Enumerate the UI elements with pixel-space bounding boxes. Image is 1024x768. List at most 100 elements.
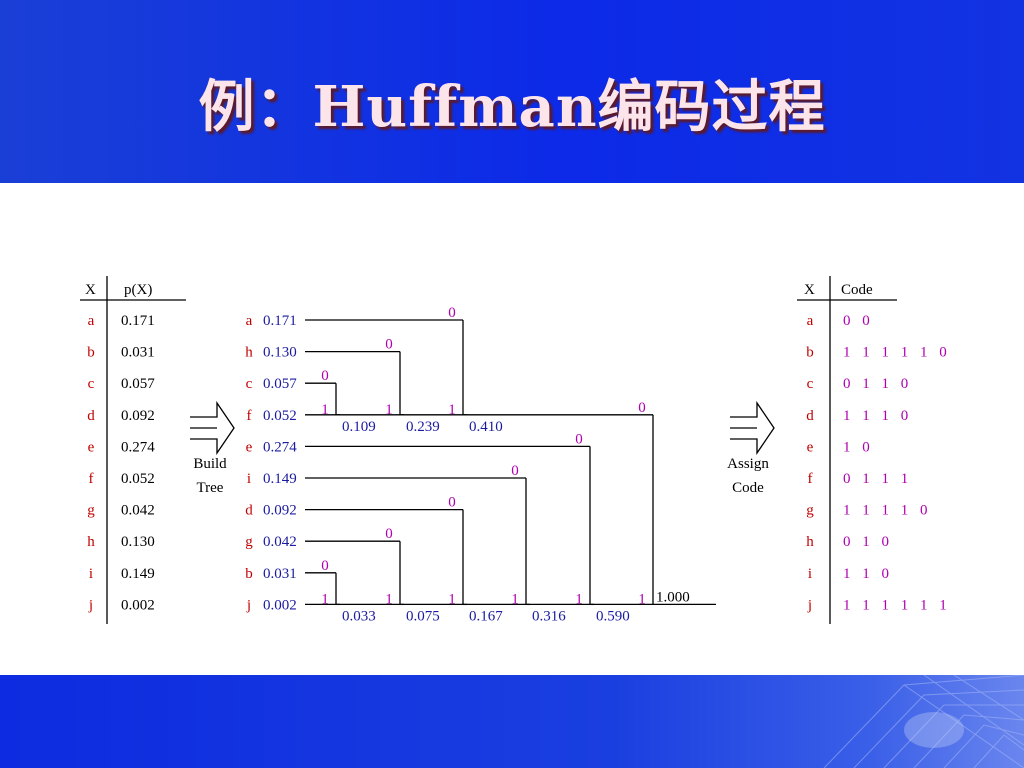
tree-node-value: 0.109 (342, 419, 376, 435)
right-table-header-code: Code (841, 282, 873, 298)
tree-leaf-probability: 0.274 (263, 439, 297, 455)
tree-node-value: 0.239 (406, 419, 440, 435)
tree-leaf-symbol: b (245, 566, 253, 582)
right-table-symbol: d (806, 408, 814, 424)
assign-label-line2: Code (732, 480, 764, 496)
left-table-header-x: X (85, 282, 96, 298)
left-table-symbol: g (87, 503, 95, 519)
tree-bit-0: 0 (321, 558, 329, 574)
right-table-symbol: c (807, 376, 814, 392)
tree-bit-1: 1 (448, 402, 456, 418)
tree-bit-0: 0 (575, 431, 583, 447)
right-table-symbol: a (807, 313, 814, 329)
tree-leaf-symbol: g (245, 534, 253, 550)
tree-node-value: 0.033 (342, 608, 376, 624)
tree-node-value: 0.316 (532, 608, 566, 624)
tree-node-value: 1.000 (656, 589, 690, 605)
assign-code-arrow: Assign Code (727, 400, 775, 496)
left-table-symbol: d (87, 408, 95, 424)
left-table-probability: 0.057 (121, 376, 155, 392)
left-table-symbol: i (89, 566, 93, 582)
footer-decoration (823, 675, 1024, 768)
tree-leaf-symbol: f (247, 408, 252, 424)
right-table-code: 0 1 1 1 (843, 471, 912, 487)
right-table-symbol: h (806, 534, 814, 550)
code-table: X Code a 0 0 b 1 1 1 1 1 0 c 0 1 1 0 d 1 1 1 0 e… (797, 276, 951, 624)
left-table-symbol: h (87, 534, 95, 550)
title-banner: 例：Huffman编码过程 (0, 0, 1024, 183)
tree-leaf-symbol: d (245, 503, 253, 519)
tree-leaf-probability: 0.042 (263, 534, 297, 550)
left-table-symbol: c (88, 376, 95, 392)
right-table-symbol: j (807, 597, 812, 613)
right-table-code: 1 0 (843, 439, 874, 455)
left-table-symbol: f (89, 471, 94, 487)
tree-bit-0: 0 (448, 495, 456, 511)
right-table-code: 1 1 1 1 0 (843, 503, 932, 519)
tree-bit-0: 0 (448, 305, 456, 321)
right-table-symbol: f (808, 471, 813, 487)
build-tree-arrow: Build Tree (190, 400, 235, 496)
left-table-probability: 0.052 (121, 471, 155, 487)
tree-node-value: 0.590 (596, 608, 630, 624)
right-table-code: 1 1 1 1 1 0 (843, 345, 951, 361)
tree-bit-1: 1 (321, 591, 329, 607)
tree-node-value: 0.410 (469, 419, 503, 435)
right-table-symbol: i (808, 566, 812, 582)
tree-bit-0: 0 (638, 400, 646, 416)
tree-node-value: 0.075 (406, 608, 440, 624)
left-table-probability: 0.149 (121, 566, 155, 582)
left-table-symbol: b (87, 345, 95, 361)
tree-leaf-symbol: c (246, 376, 253, 392)
left-table-probability: 0.130 (121, 534, 155, 550)
tree-leaf-probability: 0.171 (263, 313, 297, 329)
tree-bit-0: 0 (511, 463, 519, 479)
footer-banner (0, 675, 1024, 768)
left-table-probability: 0.171 (121, 313, 155, 329)
left-table-symbol: a (88, 313, 95, 329)
right-table-symbol: e (807, 439, 814, 455)
left-table-probability: 0.002 (121, 597, 155, 613)
tree-leaf-probability: 0.052 (263, 408, 297, 424)
tree-bit-1: 1 (511, 591, 519, 607)
tree-leaf-symbol: e (246, 439, 253, 455)
tree-leaf-probability: 0.092 (263, 503, 297, 519)
right-table-code: 0 1 1 0 (843, 376, 912, 392)
left-table-probability: 0.274 (121, 439, 155, 455)
tree-leaf-probability: 0.057 (263, 376, 297, 392)
build-label-line2: Tree (197, 480, 224, 496)
left-table-probability: 0.031 (121, 345, 155, 361)
right-table-symbol: g (806, 503, 814, 519)
tree-bit-1: 1 (321, 402, 329, 418)
tree-bit-1: 1 (385, 402, 393, 418)
tree-leaf-probability: 0.031 (263, 566, 297, 582)
assign-label-line1: Assign (727, 456, 769, 472)
left-table-probability: 0.042 (121, 503, 155, 519)
left-table-header-p: p(X) (124, 282, 152, 298)
right-table-code: 1 1 1 0 (843, 408, 912, 424)
right-table-code: 0 1 0 (843, 534, 893, 550)
tree-bit-0: 0 (385, 526, 393, 542)
right-table-header-x: X (804, 282, 815, 298)
tree-bit-0: 0 (385, 337, 393, 353)
tree-leaf-probability: 0.149 (263, 471, 297, 487)
left-table-symbol: e (88, 439, 95, 455)
tree-leaf-symbol: a (246, 313, 253, 329)
tree-leaf-symbol: h (245, 345, 253, 361)
build-label-line1: Build (193, 456, 227, 472)
tree-bit-0: 0 (321, 368, 329, 384)
slide-title: 例：Huffman编码过程 (198, 74, 826, 140)
right-table-code: 0 0 (843, 313, 874, 329)
right-table-code: 1 1 1 1 1 1 (843, 597, 951, 613)
tree-bit-1: 1 (638, 591, 646, 607)
tree-bit-1: 1 (575, 591, 583, 607)
tree-leaf-symbol: j (246, 597, 251, 613)
tree-leaf-probability: 0.130 (263, 345, 297, 361)
left-table-symbol: j (88, 597, 93, 613)
tree-bit-1: 1 (448, 591, 456, 607)
right-table-symbol: b (806, 345, 814, 361)
right-table-code: 1 1 0 (843, 566, 893, 582)
